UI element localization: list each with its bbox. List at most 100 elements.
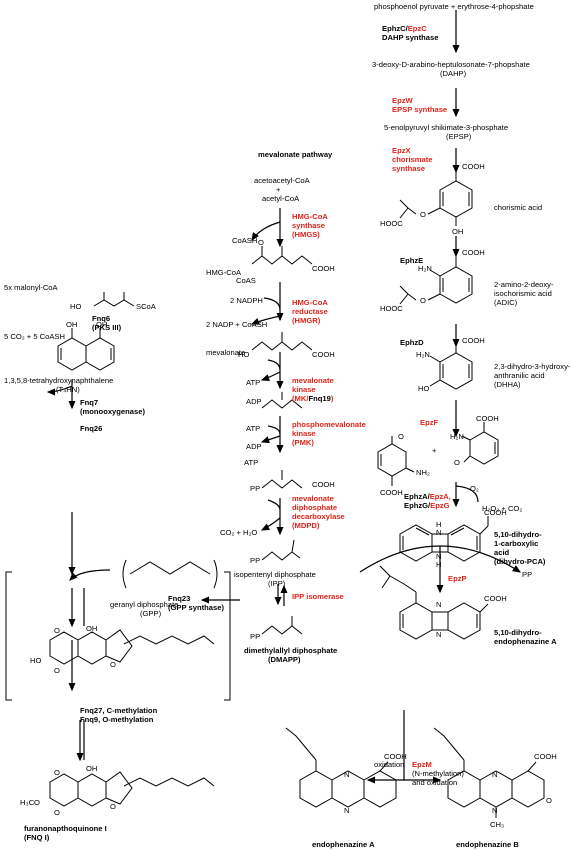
adic-structure — [399, 256, 473, 305]
malonyl-coa-label: 5x malonyl-CoA — [4, 283, 58, 292]
adp-label-1: ADP — [246, 397, 262, 406]
fnq-o1: O — [54, 768, 60, 777]
dahp-abbrev: (DAHP) — [440, 69, 467, 78]
mevalonate-label: mevalonate — [206, 348, 246, 357]
malonyl-scoa: SCoA — [136, 302, 156, 311]
endo-a-n2: N — [344, 806, 350, 815]
naphtho-rings — [5, 292, 231, 807]
ipp-name: isopentenyl diphosphate — [234, 570, 316, 579]
shikimate-arrows — [452, 10, 479, 508]
dahp-name: 3-deoxy-D-arabino-heptulosonate-7-phopsh… — [372, 60, 530, 69]
monooxygenase-label: (monooxygenase) — [80, 407, 145, 416]
chorismic-hooc: HOOC — [380, 219, 403, 228]
inter-oh: OH — [86, 624, 98, 633]
hmgr-label-2: reductase — [292, 307, 328, 316]
and-oxidation-label: and oxidation — [412, 778, 458, 787]
dhha-name-2: anthranilic acid — [494, 371, 545, 380]
endophenazine-b-label: endophenazine B — [456, 840, 519, 849]
inter-o3: O — [110, 660, 116, 669]
fnq-h3co: H₃CO — [20, 798, 40, 807]
pca-name-2: 1-carboxylic — [494, 539, 539, 548]
ipp-pp: PP — [250, 556, 261, 565]
mdpd-label-2: diphosphate — [292, 503, 338, 512]
fnq23-label: Fnq23 — [168, 594, 191, 603]
epzm-label: EpzM — [412, 760, 432, 769]
pmk-label-2: kinase — [292, 429, 316, 438]
pca-name-3: acid — [494, 548, 510, 557]
endo-a-n1: N — [344, 770, 350, 779]
dhha-abbrev: (DHHA) — [494, 380, 521, 389]
mev-cooh-atom: COOH — [312, 350, 335, 359]
epzf-o1: O — [398, 432, 404, 441]
mpp-pp: PP — [250, 484, 261, 493]
ephze-label: EphzE — [400, 256, 424, 265]
epsp-name: 5-enolpyruvyl shikimate-3-phosphate — [384, 123, 509, 132]
gpp-synthase-label: (GPP synthase) — [168, 603, 224, 612]
epzw-label: EpzW — [392, 96, 413, 105]
adic-hooc: HOOC — [380, 304, 403, 313]
pmk-label-3: (PMK) — [292, 438, 314, 447]
adic-cooh: COOH — [462, 248, 485, 257]
pmk-label-1: phosphomevalonate — [292, 420, 366, 429]
t4hn-oh-2: OH — [96, 320, 108, 329]
chorismic-acid-structure — [399, 170, 473, 226]
mevalonate-arrows — [250, 208, 288, 606]
malonyl-ho: HO — [70, 302, 82, 311]
epza-label: EpzA, — [429, 492, 451, 501]
dahp-synthase-label: DAHP synthase — [382, 33, 439, 42]
gpp-abbrev: (GPP) — [140, 609, 162, 618]
dhha-h2n: H₂N — [416, 350, 430, 359]
ephzg-label: EphzG/ — [404, 501, 431, 510]
t4hn-oh-1: OH — [66, 320, 78, 329]
fnq9-label: Fnq9, O-methylation — [80, 715, 154, 724]
endo-a-dihydro-n2: N — [436, 630, 442, 639]
dihydro-endo-a-name-2: endophenazine A — [494, 637, 557, 646]
fnq-o3: O — [110, 802, 116, 811]
mk-label-1: mevalonate — [292, 376, 334, 385]
epzf-cooh2: COOH — [380, 488, 403, 497]
mk-label-3: (MK/Fnq19) — [292, 394, 333, 403]
pca-abbrev: (dihydro-PCA) — [494, 557, 546, 566]
mdpd-label-3: decarboxylase — [292, 512, 345, 521]
enzyme-ephza: EphzA/EpzA, — [404, 492, 451, 501]
endo-b-ch3: CH₃ — [490, 820, 505, 829]
epzc-label: EpzC — [407, 24, 427, 33]
fnq7-label: Fnq7 — [80, 398, 99, 407]
endo-a-cooh: COOH — [384, 752, 407, 761]
hmg-cooh-atom: COOH — [312, 264, 335, 273]
dihydro-pca-structure — [399, 516, 489, 562]
dhha-structure — [429, 344, 473, 390]
h2o2-label: H₂O₂ + CO₂ — [482, 504, 523, 513]
endo-b-o: O — [546, 796, 552, 805]
epzf-h2n: H₂N — [450, 432, 464, 441]
chorismate-label: chorismate — [392, 155, 433, 164]
mdpd-label-1: mevalonate — [292, 494, 334, 503]
epzf-plus: + — [432, 446, 437, 455]
hmg-o-atom: O — [258, 238, 264, 247]
adic-o: O — [420, 296, 426, 305]
mev-ho-atom: HO — [238, 350, 250, 359]
enzyme-ephzc: EphzC/EpzC — [382, 24, 427, 33]
endophenazine-structures — [285, 727, 545, 818]
fnq-name: furanonapthoquinone I — [24, 824, 107, 833]
acetyl-coa-label: acetyl-CoA — [262, 194, 300, 203]
n-methylation-label: (N-methylation) — [412, 769, 464, 778]
epsp-abbrev: (EPSP) — [446, 132, 472, 141]
ppi-label: PP — [522, 570, 533, 579]
chorismic-cooh: COOH — [462, 162, 485, 171]
chorismic-acid-label: chorismic acid — [494, 203, 543, 212]
chorismic-oh: OH — [452, 227, 464, 236]
mevalonate-skeletons — [251, 246, 313, 635]
epzf-cooh: COOH — [476, 414, 499, 423]
dmapp-pp: PP — [250, 632, 261, 641]
atp-label-2: ATP — [246, 424, 261, 433]
epzf-o2: O — [454, 458, 460, 467]
endo-b-n2: N — [492, 806, 498, 815]
dihydro-endophenazine-a-structure — [379, 565, 489, 640]
fnq19-label: Fnq19 — [308, 394, 331, 403]
acetoacetyl-coa-label: acetoacetyl-CoA — [254, 176, 310, 185]
epzx-label: EpzX — [392, 146, 411, 155]
gpp-name: geranyl diphosphate — [110, 600, 179, 609]
pca-h1: H — [436, 520, 442, 529]
adic-name-2: isochorismic acid — [494, 289, 552, 298]
